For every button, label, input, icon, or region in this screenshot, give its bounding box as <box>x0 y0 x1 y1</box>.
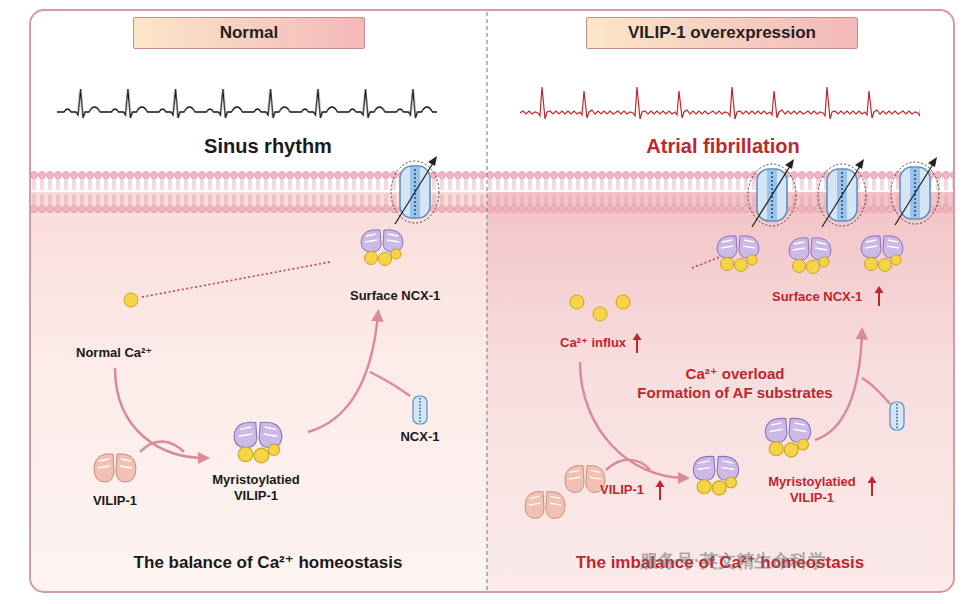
panel-divider <box>486 12 487 590</box>
tab-title: VILIP-1 overexpression <box>628 23 816 43</box>
protein-label: VILIP-1 <box>75 493 155 509</box>
increase-arrow <box>875 286 884 306</box>
panel-background <box>30 10 954 592</box>
increase-arrow <box>633 333 642 353</box>
protein-label: VILIP-1 <box>600 482 660 498</box>
flow-arrow <box>115 368 205 458</box>
mechanism-note: Ca²⁺ overload <box>620 365 850 383</box>
flow-arrow <box>862 378 890 404</box>
vilip-protein <box>565 466 605 493</box>
protein-label: Surface NCX-1 <box>772 289 876 305</box>
ion-label: Normal Ca²⁺ <box>76 345 186 361</box>
myristoylated-vilip <box>765 418 810 457</box>
increase-arrow <box>656 480 665 500</box>
flow-arrow <box>580 362 685 478</box>
protein-label: Myristoylatied VILIP-1 <box>204 472 308 503</box>
header-tab: VILIP-1 overexpression <box>586 17 858 49</box>
ncx-channel <box>391 156 439 224</box>
ncx-protein <box>413 396 427 424</box>
header-tab: Normal <box>133 17 365 49</box>
panel-fills <box>30 10 954 592</box>
ion-label: Ca²⁺ influx <box>560 335 650 351</box>
ncx-channel <box>748 159 796 227</box>
myristoylated-vilip <box>361 230 403 266</box>
vilip-protein <box>525 492 565 519</box>
mechanism-note: Formation of AF substrates <box>620 384 850 402</box>
cytoplasm-normal <box>30 192 487 592</box>
increase-arrow <box>868 476 877 496</box>
ecg-sinus <box>57 85 437 135</box>
protein-label: NCX-1 <box>380 429 460 445</box>
cell-membrane <box>30 171 954 213</box>
vilip-protein <box>94 454 136 482</box>
ncx-channel <box>891 157 939 225</box>
outer-frame <box>30 10 954 592</box>
dotted-link <box>692 256 722 268</box>
ecg-af <box>520 85 920 135</box>
myristoylated-vilip <box>861 236 903 272</box>
flow-arrow <box>140 441 184 452</box>
tab-title: Normal <box>220 23 279 43</box>
cytoplasm-af <box>487 192 954 592</box>
ncx-channel <box>818 159 866 227</box>
myristoylated-vilip <box>234 422 282 463</box>
calcium-ion <box>593 307 607 321</box>
panel-caption: The balance of Ca²⁺ homeostasis <box>88 553 448 573</box>
calcium-ion <box>570 295 584 309</box>
protein-label: Myristoylatied VILIP-1 <box>760 474 864 505</box>
calcium-ion <box>616 295 630 309</box>
flow-arrow <box>606 460 650 470</box>
rhythm-title: Sinus rhythm <box>168 134 368 158</box>
dotted-link <box>142 262 330 297</box>
flow-arrow <box>308 314 378 432</box>
flow-arrow <box>370 372 410 396</box>
watermark: 服务号·英文精生命科学 <box>640 551 960 573</box>
calcium-ion <box>124 293 138 307</box>
protein-label: Surface NCX-1 <box>350 288 460 304</box>
myristoylated-vilip <box>693 456 738 495</box>
myristoylated-vilip <box>789 238 831 274</box>
ncx-protein <box>890 402 904 430</box>
rhythm-title: Atrial fibrillation <box>598 134 848 158</box>
myristoylated-vilip <box>717 236 759 272</box>
